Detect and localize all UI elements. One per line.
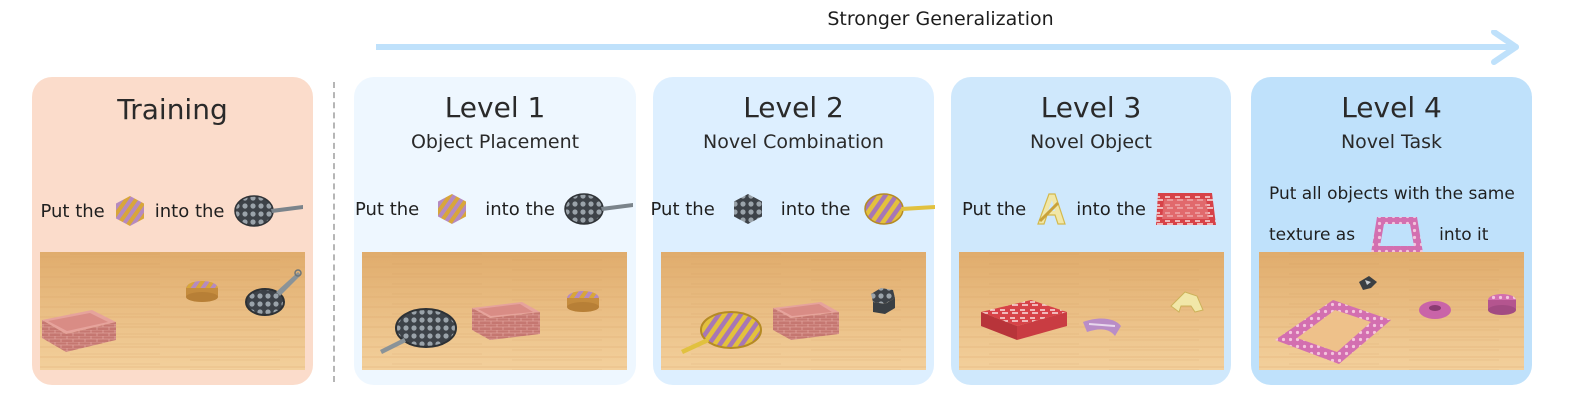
level2-scene (661, 252, 926, 370)
level1-subtitle: Object Placement (410, 131, 580, 153)
letter-a-object (1170, 291, 1204, 313)
level4-instruction: Put all objects with the same texture as… (1269, 175, 1519, 257)
level2-instruction: Put the into the (650, 189, 935, 229)
letter-a-icon (1037, 193, 1067, 225)
pink-frame-icon (1371, 217, 1424, 253)
level4-panel: Level 4 Novel Task Put all objects with … (1251, 77, 1532, 385)
instruction-prefix: Put the (40, 200, 105, 222)
dark-star-object (1359, 276, 1377, 290)
level4-title: Level 4 (1341, 91, 1442, 124)
red-patterned-box-icon (1156, 193, 1216, 225)
pink-ring-object (1419, 301, 1451, 319)
training-divider (333, 82, 335, 382)
training-scene (40, 252, 305, 370)
training-panel: Training Put the into the (32, 77, 313, 385)
level3-instruction: Put the into the (951, 189, 1231, 229)
pink-block-object (1488, 294, 1516, 315)
level3-panel: Level 3 Novel Object Put the into the (951, 77, 1231, 385)
striped-hexagon-icon (115, 196, 144, 226)
striped-hexagon-icon (438, 194, 467, 224)
dotted-hexagon-icon (733, 194, 762, 224)
instruction-prefix: Put the (354, 198, 420, 220)
instruction-middle: into the (154, 200, 225, 222)
instruction-suffix: into it (1439, 225, 1489, 245)
level1-panel: Level 1 Object Placement Put the into th… (354, 77, 636, 385)
dotted-pan (380, 308, 457, 354)
striped-block (567, 291, 599, 312)
instruction-middle: into the (780, 198, 851, 220)
dotted-pan (245, 269, 302, 316)
training-instruction: Put the into the (32, 191, 313, 231)
red-patterned-box (981, 300, 1067, 340)
instruction-prefix: Put the (650, 198, 715, 220)
level2-title: Level 2 (743, 91, 844, 124)
brick-box (42, 310, 116, 352)
dotted-pan-icon (564, 193, 633, 225)
header-title: Stronger Generalization (827, 8, 1054, 30)
level4-subtitle: Novel Task (1340, 131, 1443, 153)
level3-subtitle: Novel Object (1030, 131, 1152, 153)
training-title: Training (117, 93, 228, 126)
brick-box (773, 302, 839, 340)
striped-pan-icon (863, 193, 935, 225)
brick-box (472, 302, 540, 340)
instruction-line1: Put all objects with the same (1269, 184, 1515, 204)
level3-title: Level 3 (1040, 91, 1142, 124)
instruction-prefix: Put the (961, 198, 1027, 220)
level3-scene (959, 252, 1224, 370)
dotted-pan-icon (233, 195, 303, 227)
pink-frame (1275, 300, 1391, 364)
striped-pan (681, 311, 762, 354)
level1-instruction: Put the into the (354, 189, 636, 229)
instruction-prefix: texture as (1269, 225, 1356, 245)
level2-subtitle: Novel Combination (703, 131, 884, 153)
generalization-arrow (376, 30, 1519, 65)
instruction-middle: into the (485, 198, 555, 220)
striped-letter-object (1083, 318, 1121, 336)
level4-scene (1259, 252, 1524, 370)
level1-scene (362, 252, 627, 370)
instruction-middle: into the (1076, 198, 1146, 220)
level1-title: Level 1 (444, 91, 546, 124)
level2-panel: Level 2 Novel Combination Put the into t… (650, 77, 935, 385)
striped-block (186, 281, 218, 302)
dotted-block (871, 288, 895, 314)
instruction-line2: texture as into it (1269, 213, 1519, 257)
